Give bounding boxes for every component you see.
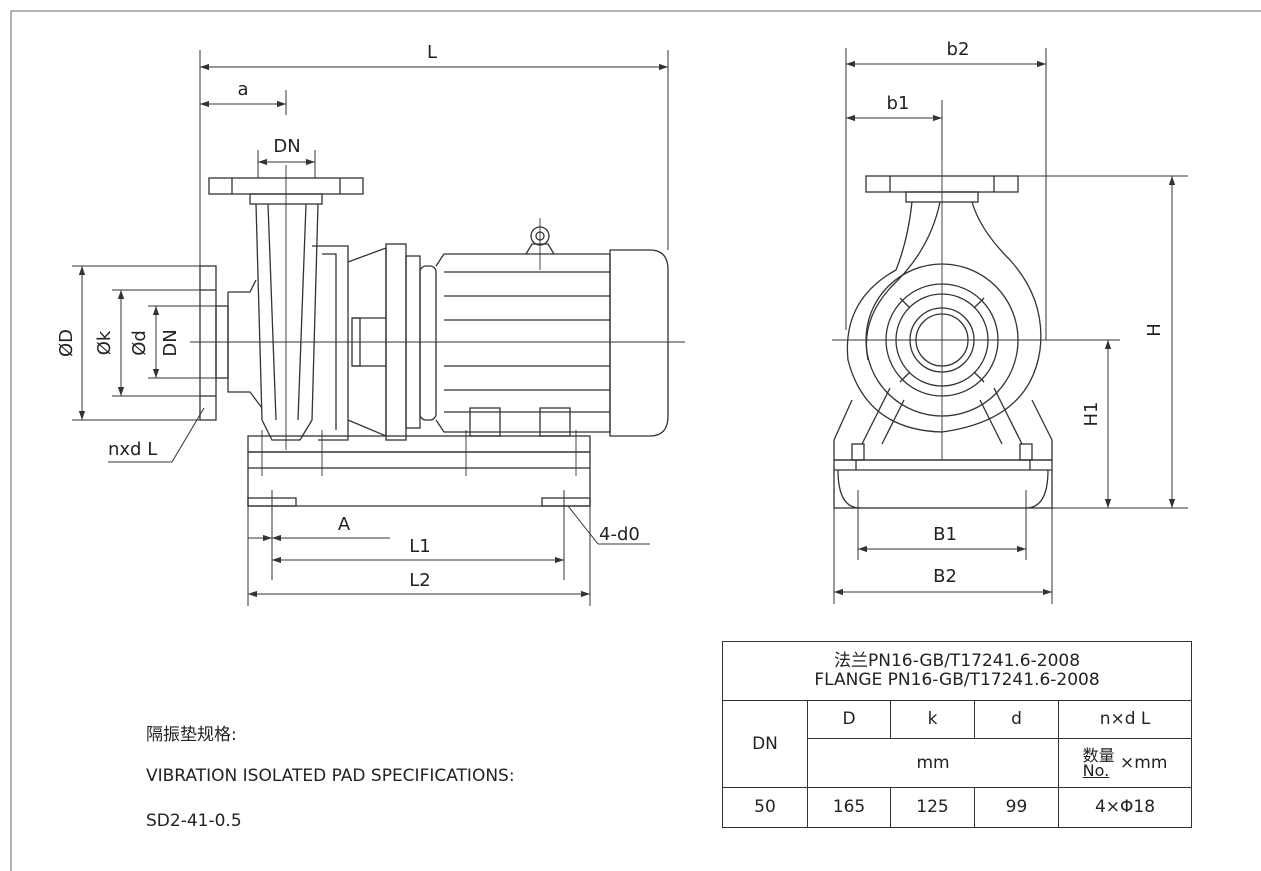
- dim-label-dn-left: DN: [160, 329, 181, 356]
- dim-label-B1: B1: [933, 524, 957, 545]
- dim-label-L: L: [427, 42, 437, 63]
- row-nxdl: 4×Φ18: [1057, 787, 1193, 828]
- dim-label-od-small: Ød: [129, 330, 150, 356]
- unit-qty-cell: 数量 No. ×mm: [1057, 738, 1193, 788]
- front-view: [190, 165, 685, 507]
- flange-title-en: FLANGE PN16-GB/T17241.6-2008: [814, 670, 1100, 690]
- unit-qty-stack: 数量 No.: [1082, 745, 1115, 780]
- row-dn: 50: [722, 787, 808, 828]
- dim-label-A: A: [338, 514, 351, 535]
- col-header-d: d: [974, 700, 1059, 739]
- pad-spec-title-en: VIBRATION ISOLATED PAD SPECIFICATIONS:: [146, 766, 515, 786]
- side-dimensions: [833, 48, 1188, 604]
- row-d: 99: [974, 787, 1059, 828]
- unit-qty-en: No.: [1082, 761, 1110, 780]
- unit-xmm: ×mm: [1120, 753, 1168, 773]
- dim-label-L2: L2: [409, 570, 430, 591]
- flange-spec-table: 法兰PN16-GB/T17241.6-2008 FLANGE PN16-GB/T…: [721, 641, 1193, 828]
- dim-label-nxdl: nxd L: [108, 439, 157, 460]
- unit-mm: mm: [807, 738, 1059, 788]
- flange-table-title: 法兰PN16-GB/T17241.6-2008 FLANGE PN16-GB/T…: [721, 641, 1193, 701]
- flange-title-cn: 法兰PN16-GB/T17241.6-2008: [834, 651, 1081, 672]
- dim-label-a: a: [237, 79, 248, 100]
- row-D: 165: [807, 787, 891, 828]
- dim-label-od: ØD: [56, 329, 77, 357]
- dim-label-H: H: [1144, 323, 1165, 337]
- dim-label-b1: b1: [887, 93, 910, 114]
- page-frame: [10, 10, 1261, 871]
- dim-label-B2: B2: [933, 566, 957, 587]
- col-header-dn: DN: [722, 700, 808, 788]
- dim-label-ok: Øk: [94, 330, 115, 355]
- col-header-k: k: [890, 700, 975, 739]
- pad-spec-title-cn: 隔振垫规格:: [146, 725, 237, 745]
- dim-label-b2: b2: [947, 39, 970, 60]
- dim-label-4d0: 4-d0: [599, 524, 640, 545]
- dim-label-H1: H1: [1081, 402, 1102, 427]
- side-labels: b2 b1 H H1 B1 B2: [887, 39, 1165, 587]
- dim-label-L1: L1: [409, 536, 430, 557]
- row-k: 125: [890, 787, 975, 828]
- dim-label-dn-top: DN: [273, 136, 300, 157]
- pad-spec-model: SD2-41-0.5: [146, 811, 242, 831]
- col-header-nxdl: n×d L: [1057, 700, 1193, 739]
- col-header-D: D: [807, 700, 891, 739]
- unit-qty-cn: 数量: [1082, 745, 1115, 765]
- front-labels: L a DN ØD Øk Ød DN nxd L A L1 L2 4-d0: [56, 42, 640, 591]
- front-dimensions: [72, 50, 669, 606]
- side-view: [832, 160, 1060, 509]
